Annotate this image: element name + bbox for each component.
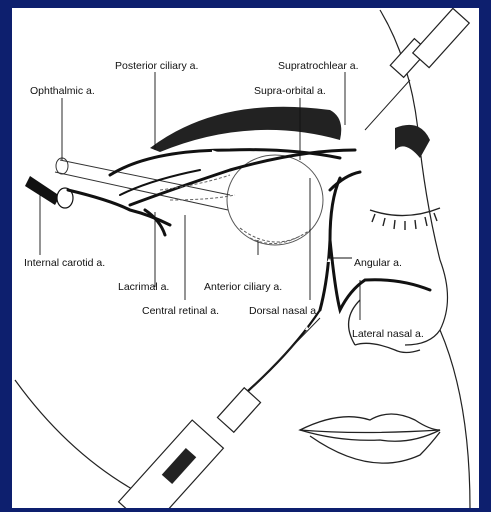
label-lacrimal: Lacrimal a. [118, 281, 169, 293]
arteries [68, 150, 430, 410]
eyeball-icon [227, 155, 323, 245]
label-angular: Angular a. [354, 257, 402, 269]
label-ophthalmic: Ophthalmic a. [30, 85, 95, 97]
eye-icon [370, 208, 440, 230]
syringe-top-icon [365, 8, 469, 130]
syringe-bottom-icon [119, 318, 320, 508]
angular-upper-path [330, 172, 360, 190]
optic-nerve [55, 158, 230, 210]
label-internal-carotid: Internal carotid a. [24, 257, 105, 269]
flow-arrows [212, 150, 331, 330]
posterior-ciliary-path [120, 170, 200, 195]
illustration-panel: Ophthalmic a. Posterior ciliary a. Supra… [12, 8, 479, 508]
lips-icon [300, 414, 440, 463]
label-dorsal-nasal: Dorsal nasal a. [249, 305, 319, 317]
label-posterior-ciliary: Posterior ciliary a. [115, 60, 198, 72]
label-lateral-nasal: Lateral nasal a. [352, 328, 424, 340]
internal-carotid-artery [25, 176, 73, 208]
label-supratrochlear: Supratrochlear a. [278, 60, 359, 72]
label-anterior-ciliary: Anterior ciliary a. [204, 281, 282, 293]
label-supraorbital: Supra-orbital a. [254, 85, 326, 97]
lateral-nasal-path [330, 240, 430, 310]
label-central-retinal: Central retinal a. [142, 305, 219, 317]
supratrochlear-path [130, 150, 355, 205]
